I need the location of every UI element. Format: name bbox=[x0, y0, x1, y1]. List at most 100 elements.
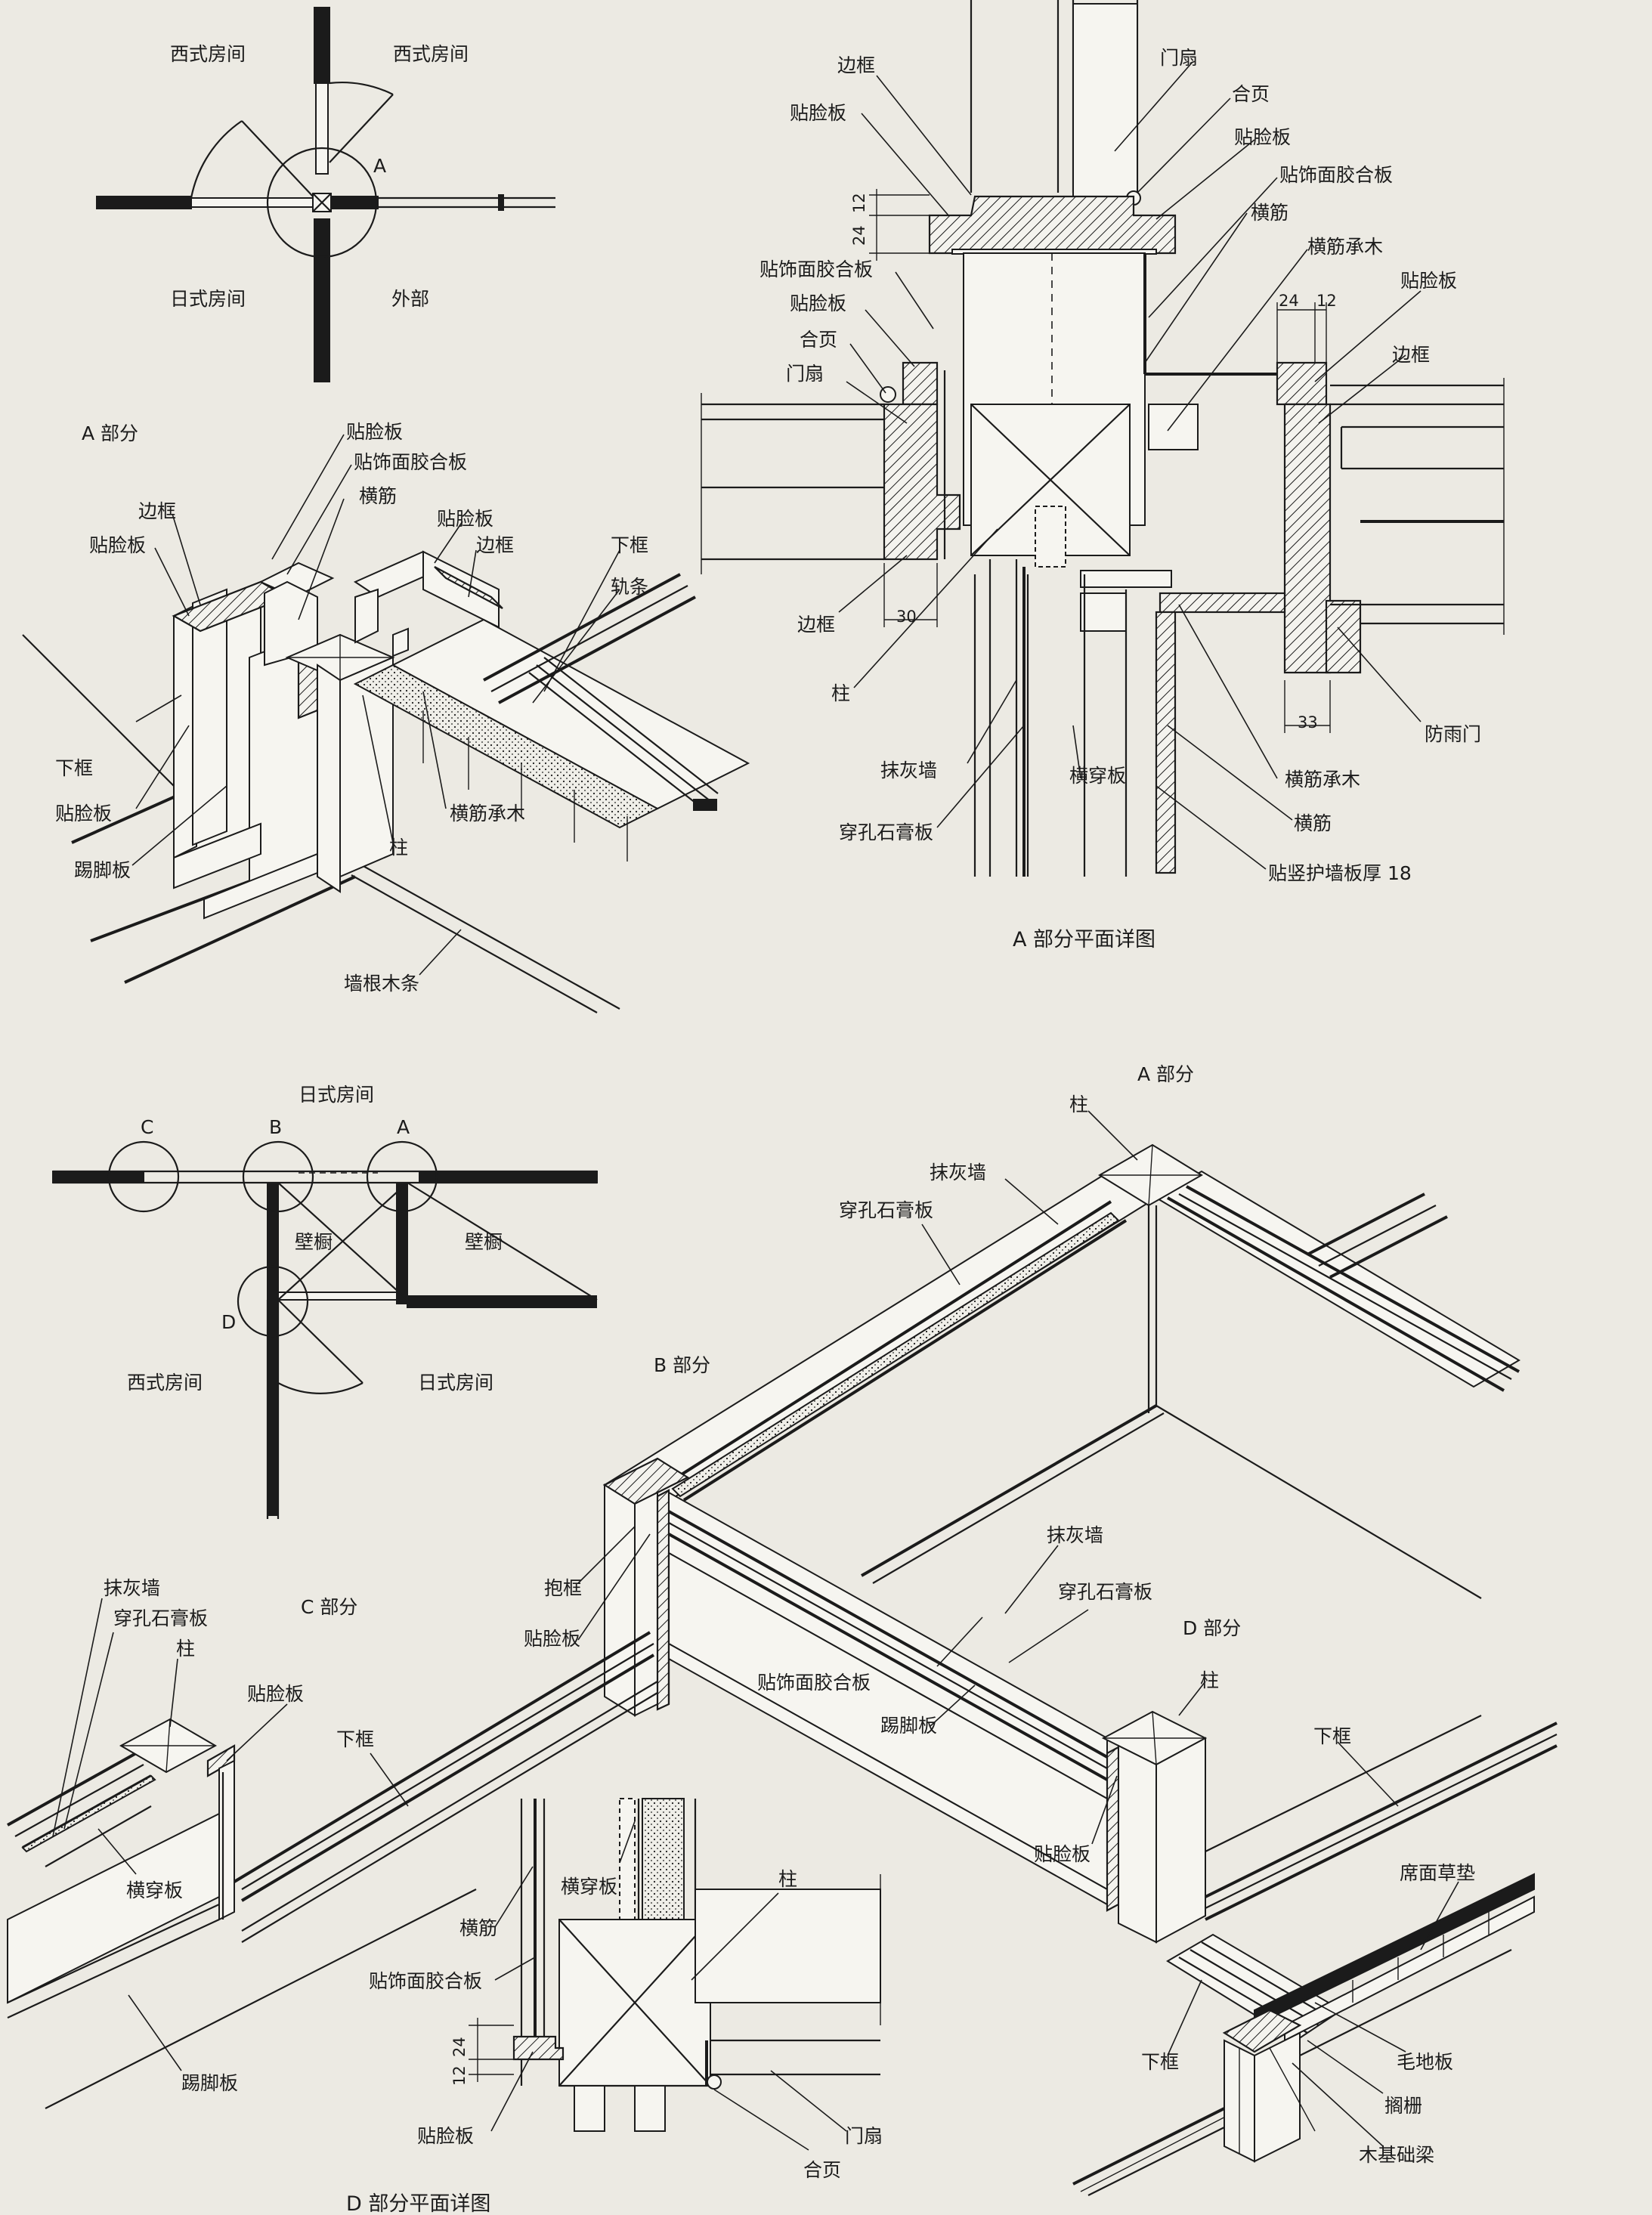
label: 贴脸板 bbox=[1234, 126, 1291, 148]
label: 穿孔石膏板 bbox=[839, 821, 933, 843]
label: 贴脸板 bbox=[1034, 1843, 1091, 1865]
label: 合页 bbox=[1232, 83, 1270, 105]
dim: 33 bbox=[1298, 713, 1318, 732]
key-plan-bcd bbox=[52, 1140, 598, 1519]
a-iso-title: A 部分 bbox=[82, 422, 138, 444]
label: 贴脸板 bbox=[89, 534, 146, 556]
label: 横穿板 bbox=[1069, 765, 1126, 787]
marker-c: C bbox=[141, 1116, 153, 1138]
marker-a: A bbox=[397, 1116, 410, 1138]
marker-a: A bbox=[373, 155, 386, 177]
label-western-room-2: 西式房间 bbox=[393, 43, 469, 65]
label: 边框 bbox=[476, 534, 514, 556]
label: 门扇 bbox=[1160, 47, 1198, 69]
label: 贴脸板 bbox=[55, 803, 112, 824]
label: 抹灰墙 bbox=[930, 1162, 986, 1183]
label: 柱 bbox=[176, 1638, 195, 1660]
label: 穿孔石膏板 bbox=[1058, 1581, 1152, 1603]
big-iso-labels: A 部分 柱 抹灰墙 穿孔石膏板 B 部分 抱框 贴脸板 抹灰墙 穿孔石膏板 贴… bbox=[524, 1063, 1475, 2166]
marker-b: B bbox=[269, 1116, 282, 1138]
label: 贴脸板 bbox=[437, 508, 493, 530]
label: 日式房间 bbox=[299, 1084, 374, 1106]
label: 横筋承木 bbox=[1307, 236, 1383, 258]
label: 轨条 bbox=[611, 576, 648, 598]
label: 贴饰面胶合板 bbox=[1279, 164, 1393, 186]
label: 边框 bbox=[1392, 344, 1430, 366]
c-iso-labels: 抹灰墙 穿孔石膏板 C 部分 柱 贴脸板 下框 横穿板 踢脚板 bbox=[104, 1577, 374, 2094]
dim: 24 bbox=[450, 2037, 469, 2057]
plan-detail-a bbox=[701, 0, 1505, 877]
d-detail-caption: D 部分平面详图 bbox=[346, 2192, 490, 2215]
label: 下框 bbox=[611, 534, 648, 556]
label-exterior: 外部 bbox=[391, 288, 429, 310]
dim: 24 bbox=[1279, 292, 1299, 310]
a-detail-labels: 边框 门扇 贴脸板 合页 贴脸板 贴饰面胶合板 横筋 贴饰面胶合板 横筋承木 贴… bbox=[759, 47, 1481, 951]
label: 毛地板 bbox=[1397, 2051, 1453, 2073]
plan-top-labels: 西式房间 西式房间 日式房间 外部 A bbox=[170, 43, 469, 310]
label: 横筋 bbox=[1294, 812, 1332, 834]
label: 横筋承木 bbox=[1285, 769, 1360, 790]
label: 西式房间 bbox=[127, 1372, 203, 1394]
a-iso-labels: A 部分 贴脸板 贴饰面胶合板 边框 横筋 贴脸板 贴脸板 边框 下框 轨条 下… bbox=[55, 421, 648, 995]
label: 贴饰面胶合板 bbox=[759, 258, 873, 280]
label: 下框 bbox=[336, 1728, 374, 1750]
label: 日式房间 bbox=[418, 1372, 493, 1394]
label: 下框 bbox=[1141, 2051, 1179, 2073]
label-western-room-1: 西式房间 bbox=[170, 43, 246, 65]
label: 穿孔石膏板 bbox=[839, 1199, 933, 1221]
dim: 24 bbox=[850, 225, 868, 246]
c-iso-title: C 部分 bbox=[301, 1596, 357, 1618]
label: 贴脸板 bbox=[417, 2125, 474, 2147]
label: B 部分 bbox=[654, 1354, 710, 1376]
label: 柱 bbox=[389, 837, 408, 858]
plan-mid-labels: C B A D 日式房间 壁橱 壁橱 西式房间 日式房间 bbox=[127, 1084, 503, 1394]
label: 抹灰墙 bbox=[1047, 1524, 1103, 1546]
label: 踢脚板 bbox=[181, 2072, 238, 2094]
a-detail-caption: A 部分平面详图 bbox=[1013, 928, 1155, 951]
label: 边框 bbox=[837, 54, 875, 76]
label: 贴竖护墙板厚 18 bbox=[1268, 862, 1412, 884]
label: 下框 bbox=[55, 757, 93, 779]
label: 壁橱 bbox=[465, 1231, 503, 1253]
label: D 部分 bbox=[1183, 1617, 1241, 1639]
iso-a bbox=[22, 550, 750, 1013]
label: 席面草垫 bbox=[1400, 1862, 1475, 1884]
label: 踢脚板 bbox=[880, 1715, 937, 1737]
dim: 30 bbox=[896, 608, 917, 626]
dim: 12 bbox=[1316, 292, 1337, 310]
plan-detail-d bbox=[469, 1798, 881, 2132]
label: 贴脸板 bbox=[247, 1683, 304, 1705]
label: 贴饰面胶合板 bbox=[354, 451, 467, 473]
label: 边框 bbox=[797, 614, 835, 636]
iso-main bbox=[602, 1143, 1558, 2196]
label: 柱 bbox=[831, 682, 850, 704]
label: 抱框 bbox=[544, 1577, 582, 1599]
label: 搁栅 bbox=[1384, 2095, 1422, 2117]
label: 横筋 bbox=[459, 1917, 497, 1939]
key-plan-a bbox=[96, 7, 555, 382]
label: 贴脸板 bbox=[790, 102, 846, 124]
label: 抹灰墙 bbox=[880, 759, 937, 781]
d-detail-labels: 横穿板 柱 横筋 贴饰面胶合板 贴脸板 门扇 合页 24 12 D 部分平面详图 bbox=[346, 1868, 883, 2215]
marker-d: D bbox=[221, 1311, 236, 1333]
label: 穿孔石膏板 bbox=[113, 1607, 208, 1629]
label: 壁橱 bbox=[295, 1231, 333, 1253]
label: 踢脚板 bbox=[74, 859, 131, 881]
label: 贴饰面胶合板 bbox=[757, 1672, 871, 1694]
label: 贴脸板 bbox=[346, 421, 403, 443]
label: 横筋 bbox=[359, 485, 397, 507]
dim: 12 bbox=[450, 2065, 469, 2086]
label: 防雨门 bbox=[1425, 723, 1481, 745]
label: 横穿板 bbox=[126, 1879, 183, 1901]
label-japanese-room: 日式房间 bbox=[170, 288, 246, 310]
label: A 部分 bbox=[1137, 1063, 1194, 1085]
label: 横筋 bbox=[1251, 202, 1288, 224]
label: 贴脸板 bbox=[790, 292, 846, 314]
dim: 12 bbox=[850, 193, 868, 213]
leader-lines bbox=[52, 61, 1459, 2151]
label: 柱 bbox=[778, 1868, 797, 1890]
label: 抹灰墙 bbox=[104, 1577, 160, 1599]
label: 贴脸板 bbox=[524, 1628, 580, 1650]
iso-c bbox=[7, 1631, 658, 2109]
